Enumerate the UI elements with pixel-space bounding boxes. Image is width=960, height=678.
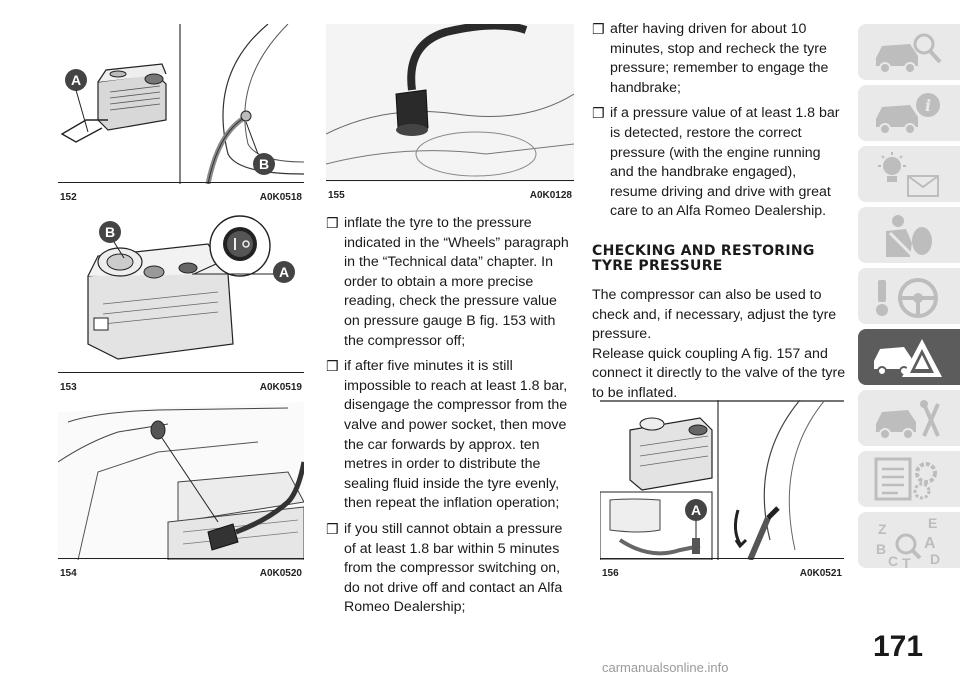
figure-155: 155 A0K0128 xyxy=(326,24,574,202)
figure-155-caption: 155 A0K0128 xyxy=(326,180,574,202)
figure-153-illustration: B A xyxy=(87,215,295,360)
tab-emergency[interactable] xyxy=(858,329,960,385)
warning-lights-icon xyxy=(878,152,939,197)
list-item-text: after having driven for about 10 minutes… xyxy=(610,21,829,96)
bullet-checkbox-icon: ❒ xyxy=(326,358,339,375)
figure-156-illustration: A xyxy=(600,400,844,560)
figure-152-code: A0K0518 xyxy=(259,192,302,203)
page-number: 171 xyxy=(872,630,924,663)
index-letter: D xyxy=(930,551,940,567)
figure-152-label-b: B xyxy=(259,156,269,172)
index-letter: T xyxy=(902,555,911,568)
svg-text:i: i xyxy=(925,96,931,115)
index-letter: Z xyxy=(878,521,887,537)
safety-airbag-icon xyxy=(886,215,932,257)
tab-car-info[interactable]: i xyxy=(858,85,960,141)
figure-154-caption: 154 A0K0520 xyxy=(58,558,304,580)
tab-safety[interactable] xyxy=(858,207,960,263)
bullet-checkbox-icon: ❒ xyxy=(592,21,605,37)
index-letter: C xyxy=(888,553,898,568)
paragraph: The compressor can also be used to check… xyxy=(592,286,837,343)
list-item: ❒ if you still cannot obtain a pressure … xyxy=(326,520,576,618)
figure-152-number: 152 xyxy=(60,192,77,203)
figure-152-illustration: A B xyxy=(60,24,304,184)
figure-153-caption: 153 A0K0519 xyxy=(58,372,304,394)
list-item-text: inflate the tyre to the pressure indicat… xyxy=(344,215,569,349)
car-maintenance-icon xyxy=(876,400,940,440)
figure-156-label-a: A xyxy=(691,502,701,518)
figure-156-caption: 156 A0K0521 xyxy=(600,558,844,580)
figure-152: A B 152 A0K0518 xyxy=(58,24,304,204)
figure-153: B A 153 A0K0519 xyxy=(58,214,304,394)
figure-155-number: 155 xyxy=(328,190,345,201)
car-info-icon: i xyxy=(876,93,940,135)
list-item: ❒ inflate the tyre to the pressure indic… xyxy=(326,214,576,351)
middle-column: ❒ inflate the tyre to the pressure indic… xyxy=(326,214,576,624)
index-letter: A xyxy=(924,535,936,552)
emergency-icon xyxy=(874,339,942,377)
section-heading: CHECKING AND RESTORING TYRE PRESSURE xyxy=(592,242,815,274)
right-column: ❒ after having driven for about 10 minut… xyxy=(592,20,846,404)
figure-152-label-a: A xyxy=(71,72,81,88)
list-item-text: if after five minutes it is still imposs… xyxy=(344,358,568,512)
figure-155-code: A0K0128 xyxy=(529,190,572,201)
figure-156-code: A0K0521 xyxy=(799,568,842,579)
figure-154-code: A0K0520 xyxy=(259,568,302,579)
list-item-text: if a pressure value of at least 1.8 bar … xyxy=(610,105,840,220)
index-letter: E xyxy=(928,516,937,531)
bullet-checkbox-icon: ❒ xyxy=(592,105,605,122)
list-item: ❒ after having driven for about 10 minut… xyxy=(592,20,846,98)
list-item: ❒ if after five minutes it is still impo… xyxy=(326,357,576,514)
key-steering-icon xyxy=(876,278,938,318)
figure-153-number: 153 xyxy=(60,382,77,393)
tab-key-steering[interactable] xyxy=(858,268,960,324)
list-item: ❒ if a pressure value of at least 1.8 ba… xyxy=(592,104,846,222)
tab-index[interactable]: Z E B A C T D xyxy=(858,512,960,568)
car-search-icon xyxy=(876,33,942,74)
list-item-text: if you still cannot obtain a pressure of… xyxy=(344,520,563,616)
figure-153-label-a: A xyxy=(279,264,289,280)
figure-153-label-b: B xyxy=(105,224,115,240)
technical-data-icon xyxy=(874,457,937,501)
figure-154-number: 154 xyxy=(60,568,77,579)
figure-155-illustration xyxy=(326,24,574,182)
tab-car-search[interactable] xyxy=(858,24,960,80)
paragraph: Release quick coupling A fig. 157 and co… xyxy=(592,345,846,401)
bullet-checkbox-icon: ❒ xyxy=(326,215,339,231)
tab-warning-lights[interactable] xyxy=(858,146,960,202)
watermark: carmanualsonline.info xyxy=(602,660,729,675)
figure-152-caption: 152 A0K0518 xyxy=(58,182,304,204)
tab-technical-data[interactable] xyxy=(858,451,960,507)
bullet-checkbox-icon: ❒ xyxy=(326,520,339,537)
figure-156: A 156 A0K0521 xyxy=(600,400,844,580)
tab-car-maintenance[interactable] xyxy=(858,390,960,446)
figure-156-number: 156 xyxy=(602,568,619,579)
figure-153-code: A0K0519 xyxy=(259,382,302,393)
figure-154-illustration xyxy=(58,402,304,560)
index-icon: Z E B A C T D xyxy=(876,516,940,568)
figure-154: 154 A0K0520 xyxy=(58,402,304,580)
index-letter: B xyxy=(876,541,886,557)
